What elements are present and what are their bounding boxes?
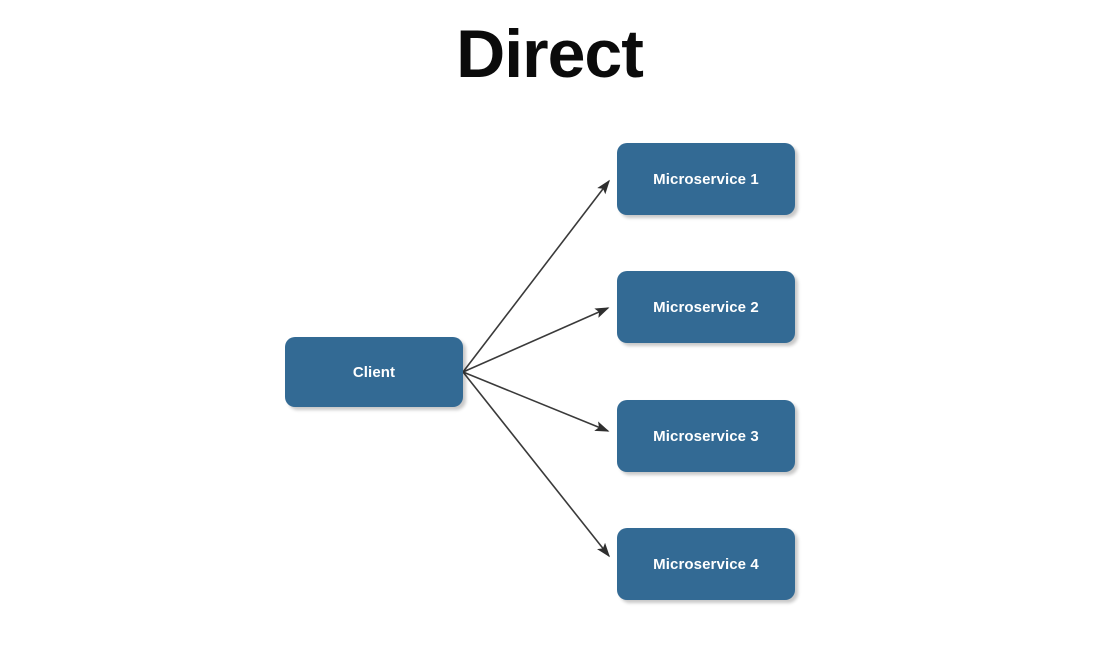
node-microservice-3-label: Microservice 3	[653, 427, 759, 445]
node-microservice-2[interactable]: Microservice 2	[617, 271, 795, 343]
node-microservice-2-label: Microservice 2	[653, 298, 759, 316]
node-microservice-3[interactable]: Microservice 3	[617, 400, 795, 472]
node-client[interactable]: Client	[285, 337, 463, 407]
edge-client-to-microservice-1	[462, 179, 610, 373]
node-microservice-1[interactable]: Microservice 1	[617, 143, 795, 215]
node-microservice-4-label: Microservice 4	[653, 555, 759, 573]
page-title: Direct	[456, 16, 644, 92]
node-microservice-4[interactable]: Microservice 4	[617, 528, 795, 600]
node-microservice-1-label: Microservice 1	[653, 170, 759, 188]
edge-client-to-microservice-2	[462, 307, 610, 373]
edge-client-to-microservice-3	[462, 371, 610, 432]
edge-client-to-microservice-4	[462, 371, 610, 558]
node-client-label: Client	[352, 363, 396, 381]
